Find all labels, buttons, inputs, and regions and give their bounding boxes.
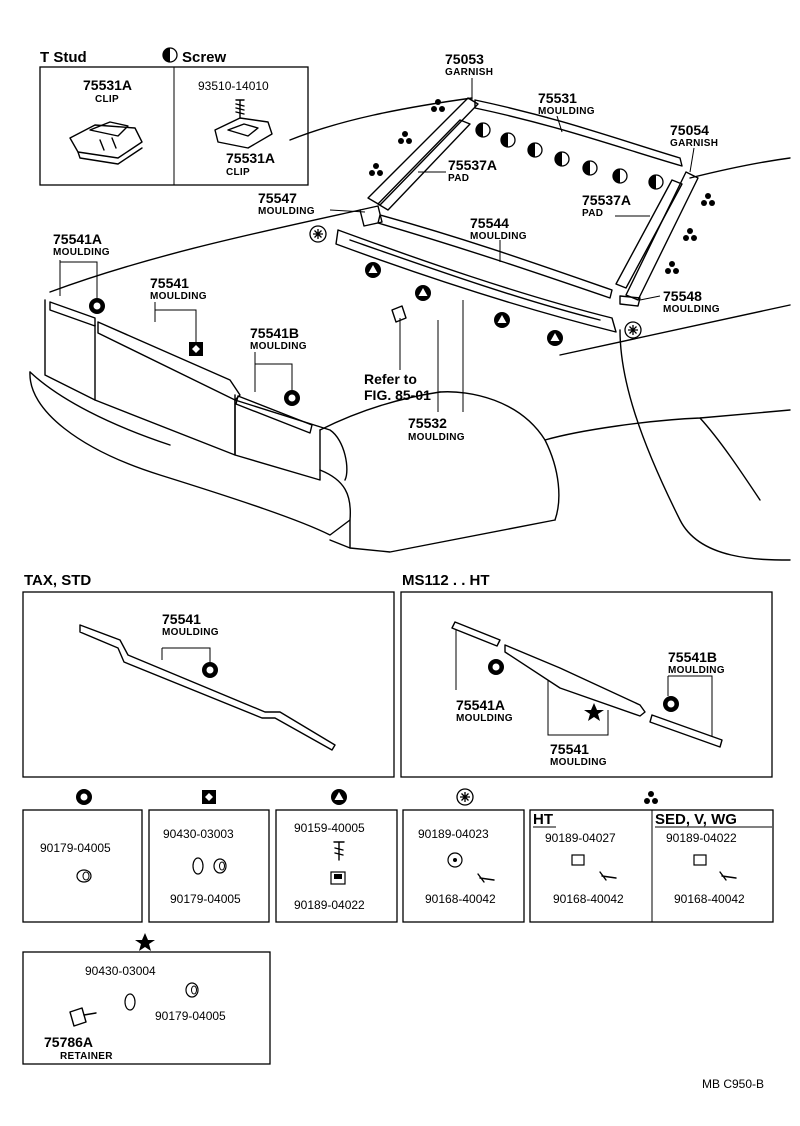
ht-label: HT bbox=[533, 811, 553, 828]
screw-clip-part-name: CLIP bbox=[226, 167, 250, 178]
sed-part-1: 90189-04022 bbox=[666, 831, 737, 845]
ms-75541-part: 75541 bbox=[550, 741, 589, 757]
three-dot-symbols bbox=[369, 99, 715, 274]
callout-75531-part: 75531 bbox=[538, 90, 577, 106]
ht-part-1: 90189-04027 bbox=[545, 831, 616, 845]
leader-lines bbox=[59, 78, 695, 412]
ms-moulding-75541a-part bbox=[451, 621, 501, 647]
footer-figure-code: MB C950-B bbox=[702, 1077, 764, 1091]
ms-75541b-name: MOULDING bbox=[668, 665, 725, 676]
ht-part-2: 90168-40042 bbox=[553, 892, 624, 906]
screw-clip-part-number: 75531A bbox=[226, 150, 275, 166]
ms-moulding-75541b-part bbox=[649, 714, 723, 748]
fastener-circle-box: 90179-04005 bbox=[22, 789, 143, 923]
refer-line-2: FIG. 85-01 bbox=[364, 387, 431, 403]
tax-part-name: MOULDING bbox=[162, 627, 219, 638]
fastener-triangle-box: 90159-40005 90189-04022 bbox=[275, 789, 398, 923]
triangle-symbols bbox=[365, 262, 563, 346]
car-circle-symbols bbox=[89, 298, 300, 406]
front-moulding-parts bbox=[49, 301, 313, 434]
moulding-75541b-part bbox=[235, 395, 313, 434]
tax-part-number: 75541 bbox=[162, 611, 201, 627]
circle-box-part-1: 90179-04005 bbox=[40, 841, 111, 855]
star-box-part-1: 90430-03004 bbox=[85, 964, 156, 978]
ms-75541b-part: 75541B bbox=[668, 649, 717, 665]
screw-clip-illustration bbox=[214, 99, 273, 149]
clip-part-name: CLIP bbox=[95, 94, 119, 105]
ms-moulding-75541-part bbox=[504, 644, 646, 717]
star-box-icon bbox=[135, 933, 155, 951]
callout-75541a-part: 75541A bbox=[53, 231, 102, 247]
screw-label: Screw bbox=[182, 49, 227, 66]
callout-75053-part: 75053 bbox=[445, 51, 484, 67]
tax-moulding-part bbox=[79, 624, 336, 751]
callout-75541b-name: MOULDING bbox=[250, 341, 307, 352]
sed-part-2: 90168-40042 bbox=[674, 892, 745, 906]
callout-75541b-part: 75541B bbox=[250, 325, 299, 341]
callout-75053-name: GARNISH bbox=[445, 67, 493, 78]
sed-label: SED, V, WG bbox=[655, 811, 737, 828]
moulding-75541a-part bbox=[49, 301, 96, 327]
triangle-box-part-2: 90189-04022 bbox=[294, 898, 365, 912]
callout-75548-name: MOULDING bbox=[663, 304, 720, 315]
screw-part-number: 93510-14010 bbox=[198, 79, 269, 93]
fastener-diamond-box: 90430-03003 90179-04005 bbox=[148, 790, 270, 923]
asterisk-box-part-2: 90168-40042 bbox=[425, 892, 496, 906]
star-box-part-3: 75786A bbox=[44, 1034, 93, 1050]
callout-75531-name: MOULDING bbox=[538, 106, 595, 117]
asterisk-symbols bbox=[309, 225, 642, 339]
callout-75548-part: 75548 bbox=[663, 288, 702, 304]
t-stud-clip-illustration bbox=[69, 121, 143, 165]
t-stud-label: T Stud bbox=[40, 49, 87, 66]
screw-half-circle-icon bbox=[162, 47, 178, 63]
callout-75547-part: 75547 bbox=[258, 190, 297, 206]
refer-line-1: Refer to bbox=[364, 371, 417, 387]
diamond-box-part-2: 90179-04005 bbox=[170, 892, 241, 906]
star-icon bbox=[584, 703, 604, 721]
star-box-part-3-name: RETAINER bbox=[60, 1051, 113, 1062]
callout-75544-name: MOULDING bbox=[470, 231, 527, 242]
callout-75537a-left-part: 75537A bbox=[448, 157, 497, 173]
callout-75547-name: MOULDING bbox=[258, 206, 315, 217]
clip-legend-box: T Stud Screw 75531A CLIP 93510-14010 755… bbox=[39, 47, 309, 186]
callout-75541a-name: MOULDING bbox=[53, 247, 110, 258]
callout-75532-name: MOULDING bbox=[408, 432, 465, 443]
triangle-box-part-1: 90159-40005 bbox=[294, 821, 365, 835]
clip-part-number: 75531A bbox=[83, 77, 132, 93]
windshield-assembly bbox=[335, 97, 699, 333]
diamond-box-part-1: 90430-03003 bbox=[163, 827, 234, 841]
fastener-three-dot-boxes: HT 90189-04027 90168-40042 SED, V, WG 90… bbox=[529, 791, 774, 923]
car-body-outline bbox=[29, 97, 791, 561]
asterisk-box-part-1: 90189-04023 bbox=[418, 827, 489, 841]
callout-75054-name: GARNISH bbox=[670, 138, 718, 149]
fastener-asterisk-box: 90189-04023 90168-40042 bbox=[402, 788, 525, 923]
moulding-75541-part bbox=[97, 321, 241, 401]
ms-75541a-part: 75541A bbox=[456, 697, 505, 713]
callout-75541-part: 75541 bbox=[150, 275, 189, 291]
tax-std-heading: TAX, STD bbox=[24, 572, 91, 589]
callout-75537a-right-part: 75537A bbox=[582, 192, 631, 208]
callout-75541-name: MOULDING bbox=[150, 291, 207, 302]
ms112-ht-panel: MS112 . . HT 75541B MOULDING 75541A MOUL… bbox=[400, 572, 773, 778]
tax-std-panel: TAX, STD 75541 MOULDING bbox=[22, 572, 395, 778]
callout-75054-part: 75054 bbox=[670, 122, 709, 138]
screw-symbols-row bbox=[475, 122, 664, 190]
ms-75541-name: MOULDING bbox=[550, 757, 607, 768]
callout-75537a-right-name: PAD bbox=[582, 208, 603, 219]
ms112-heading: MS112 . . HT bbox=[402, 572, 490, 589]
callout-75537a-left-name: PAD bbox=[448, 173, 469, 184]
star-box-part-2: 90179-04005 bbox=[155, 1009, 226, 1023]
ms-75541a-name: MOULDING bbox=[456, 713, 513, 724]
main-callouts: 75053 GARNISH 75531 MOULDING 75054 GARNI… bbox=[53, 51, 720, 443]
callout-75532-part: 75532 bbox=[408, 415, 447, 431]
callout-75544-part: 75544 bbox=[470, 215, 509, 231]
fastener-star-box: 90430-03004 90179-04005 75786A RETAINER bbox=[22, 933, 271, 1065]
